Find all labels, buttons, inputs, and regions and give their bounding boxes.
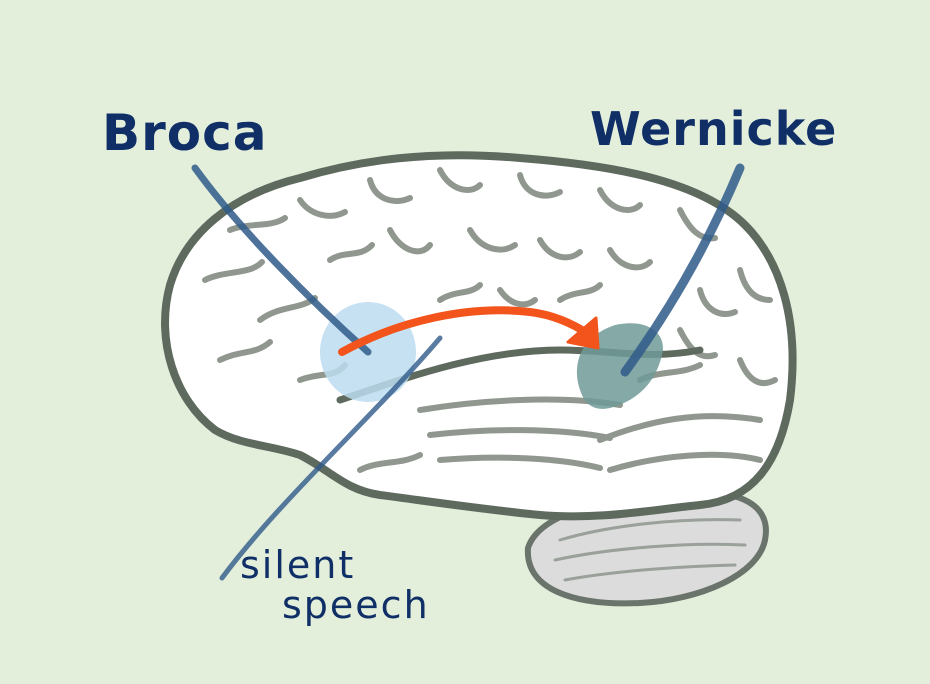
wernicke-label: Wernicke <box>590 102 837 156</box>
cerebrum <box>161 151 797 521</box>
speech-label: speech <box>282 583 430 627</box>
wernicke-pointer-line <box>620 163 745 377</box>
arrow-head <box>566 316 600 350</box>
arrow-shaft <box>338 306 594 356</box>
broca-to-wernicke-arrow <box>338 306 600 356</box>
cerebrum-outline <box>161 151 797 521</box>
silent-label: silent <box>240 543 355 587</box>
broca-pointer-line <box>191 164 372 356</box>
silent-speech-pointer-line <box>219 335 443 581</box>
broca-label: Broca <box>102 104 268 162</box>
cerebellum-folds <box>553 518 747 582</box>
